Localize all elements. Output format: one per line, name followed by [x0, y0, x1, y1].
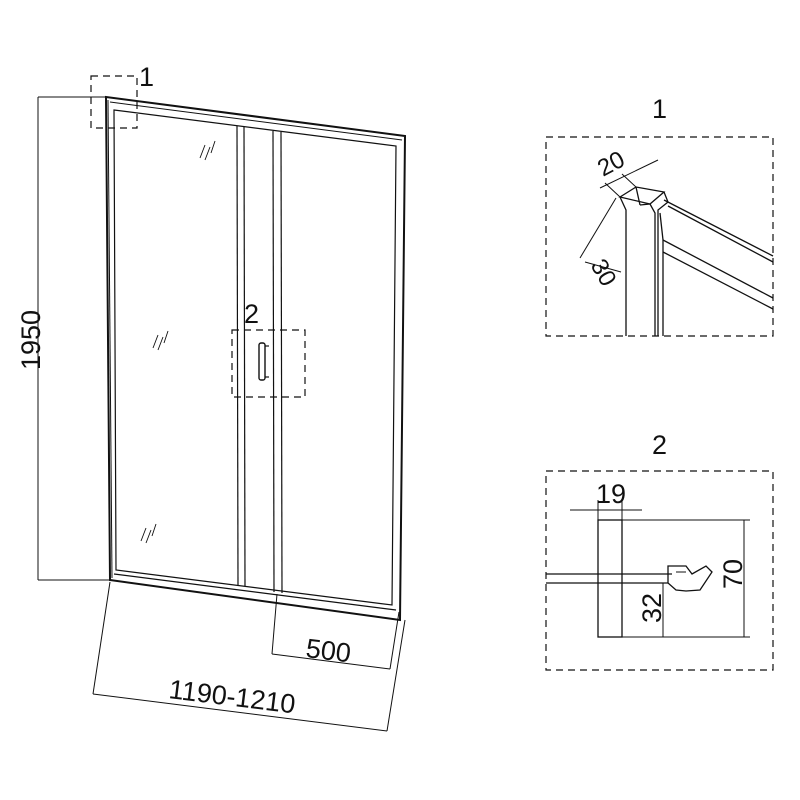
detail-1-depth-dimension — [579, 197, 622, 273]
door-handle — [258, 342, 269, 381]
total-width-label: 1190-1210 — [167, 674, 297, 719]
door-width-label: 500 — [304, 633, 352, 668]
top-rail-line — [109, 101, 403, 141]
door-outer-frame — [104, 95, 407, 622]
detail-2-width-label: 19 — [596, 479, 626, 509]
handle-post — [597, 519, 623, 638]
total-width-dimension — [92, 581, 406, 732]
detail-1-title: 1 — [652, 94, 667, 124]
main-view: 1 2 1950 500 1190-1210 — [16, 62, 407, 732]
door-width-dimension — [271, 593, 400, 670]
top-profile-section — [618, 186, 774, 336]
detail-1: 1 20 3 — [545, 94, 774, 337]
detail-2-height-label: 70 — [718, 559, 748, 589]
panel-divider — [236, 125, 283, 594]
detail-2-width-dimension — [570, 500, 642, 520]
callout-label-2: 2 — [244, 299, 259, 329]
detail-2-frame — [545, 470, 774, 671]
detail-2-title: 2 — [652, 430, 667, 460]
glass-panel-section — [546, 573, 672, 584]
magnetic-seal-profile — [667, 565, 713, 592]
detail-2-height-dimension — [622, 519, 750, 638]
bottom-track-line — [113, 573, 397, 611]
callout-box-1 — [90, 75, 138, 129]
detail-2-offset-label: 32 — [637, 593, 667, 623]
height-dimension — [37, 96, 110, 581]
detail-1-depth-label: 30 — [585, 255, 622, 292]
door-inner-frame — [113, 109, 397, 606]
callout-box-2 — [231, 329, 306, 398]
callout-label-1: 1 — [139, 62, 154, 92]
detail-2: 2 19 70 32 — [545, 430, 774, 671]
glass-hatch-marks — [140, 140, 216, 544]
height-dimension-label: 1950 — [16, 310, 46, 370]
detail-1-width-dimension — [599, 159, 659, 198]
detail-1-frame — [545, 136, 774, 337]
left-post-line — [107, 99, 113, 579]
